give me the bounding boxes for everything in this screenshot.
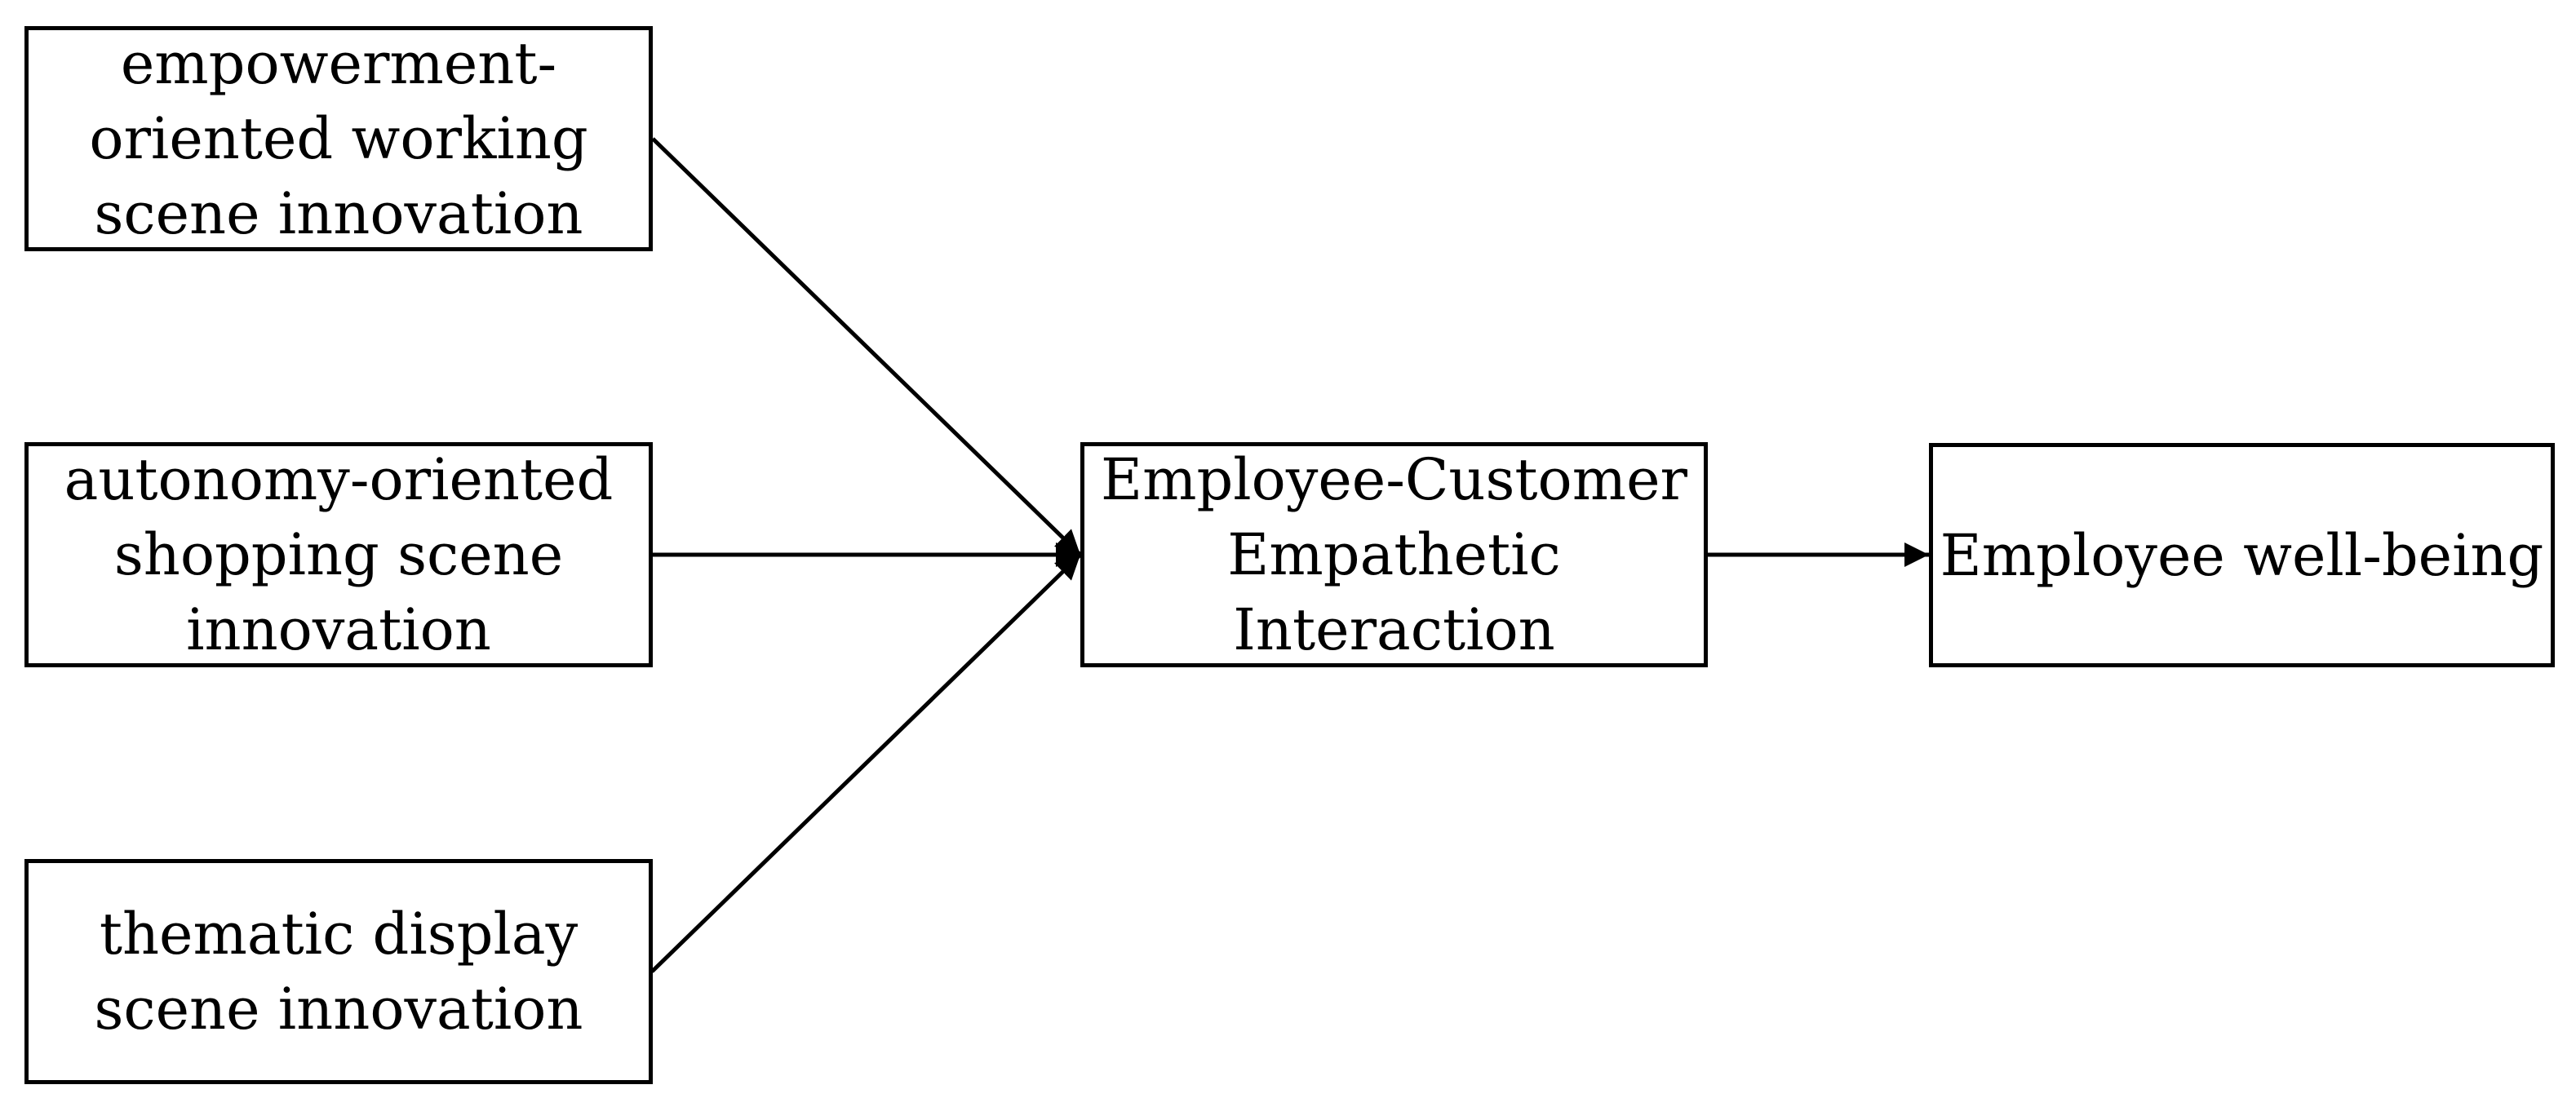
- node-text-line: thematic display: [99, 901, 579, 968]
- node-autonomy-oriented-shopping-scene-innovation: autonomy-oriented shopping scene innovat…: [24, 442, 653, 667]
- node-text-line: scene innovation: [94, 180, 583, 247]
- node-employee-well-being: Employee well-being: [1929, 443, 2555, 667]
- node-text-line: empowerment-: [120, 30, 557, 97]
- node-employee-customer-empathetic-interaction: Employee-Customer Empathetic Interaction: [1080, 442, 1708, 667]
- node-text-line: Empathetic: [1227, 521, 1561, 588]
- node-text-line: autonomy-oriented: [64, 446, 614, 513]
- arrow-thematic-to-interaction: [650, 553, 1082, 973]
- node-empowerment-oriented-working-scene-innovation: empowerment- oriented working scene inno…: [24, 26, 653, 251]
- node-text-line: Employee well-being: [1940, 521, 2544, 589]
- node-text-line: oriented working: [89, 105, 588, 172]
- node-text-line: innovation: [186, 596, 491, 663]
- node-text-line: shopping scene: [113, 521, 564, 588]
- node-text-line: Interaction: [1233, 596, 1555, 663]
- arrow-empowerment-to-interaction: [651, 137, 1082, 556]
- node-text-line: Employee-Customer: [1101, 446, 1687, 513]
- node-text-line: scene innovation: [94, 976, 583, 1043]
- node-thematic-display-scene-innovation: thematic display scene innovation: [24, 859, 653, 1084]
